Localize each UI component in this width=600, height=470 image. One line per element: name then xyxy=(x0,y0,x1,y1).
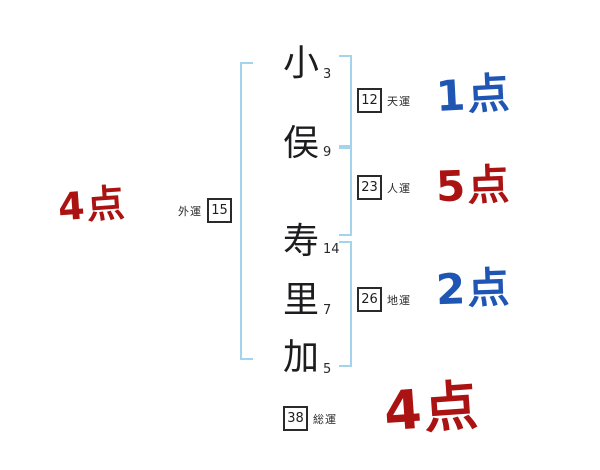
stroke-count-5: 5 xyxy=(323,362,332,377)
heaven-luck-score: 1点 xyxy=(434,68,513,121)
name-char-1: 小 xyxy=(282,43,319,84)
outer-luck-score: 4点 xyxy=(56,180,128,230)
earth-luck-score: 2点 xyxy=(435,262,513,315)
outer-luck-label: 外運 xyxy=(178,204,202,218)
total-luck-label: 総運 xyxy=(313,412,337,426)
total-luck-score: 4点 xyxy=(381,373,482,444)
person-luck-value-box: 23 xyxy=(357,175,382,200)
person-luck-label: 人運 xyxy=(387,181,411,195)
person-luck-bracket xyxy=(339,147,352,236)
heaven-luck-group: 12 天運 xyxy=(357,88,411,113)
name-char-5: 加 xyxy=(282,337,319,378)
outer-luck-value-box: 15 xyxy=(207,198,232,223)
total-luck-group: 38 総運 xyxy=(283,406,337,431)
name-char-2: 俣 xyxy=(282,123,319,164)
name-char-4: 里 xyxy=(282,280,319,321)
outer-luck-group: 外運 15 xyxy=(178,198,232,223)
earth-luck-value-box: 26 xyxy=(357,287,382,312)
stroke-count-4: 7 xyxy=(323,303,332,318)
person-luck-score: 5点 xyxy=(435,159,513,212)
total-luck-value-box: 38 xyxy=(283,406,308,431)
earth-luck-group: 26 地運 xyxy=(357,287,411,312)
earth-luck-label: 地運 xyxy=(387,293,411,307)
heaven-luck-bracket xyxy=(339,55,352,147)
stroke-count-3: 14 xyxy=(323,242,340,257)
heaven-luck-value-box: 12 xyxy=(357,88,382,113)
person-luck-group: 23 人運 xyxy=(357,175,411,200)
heaven-luck-label: 天運 xyxy=(387,94,411,108)
earth-luck-bracket xyxy=(339,241,352,367)
stroke-count-2: 9 xyxy=(323,145,332,160)
name-char-3: 寿 xyxy=(282,221,319,262)
stroke-count-1: 3 xyxy=(323,67,332,82)
outer-luck-bracket xyxy=(240,62,253,360)
